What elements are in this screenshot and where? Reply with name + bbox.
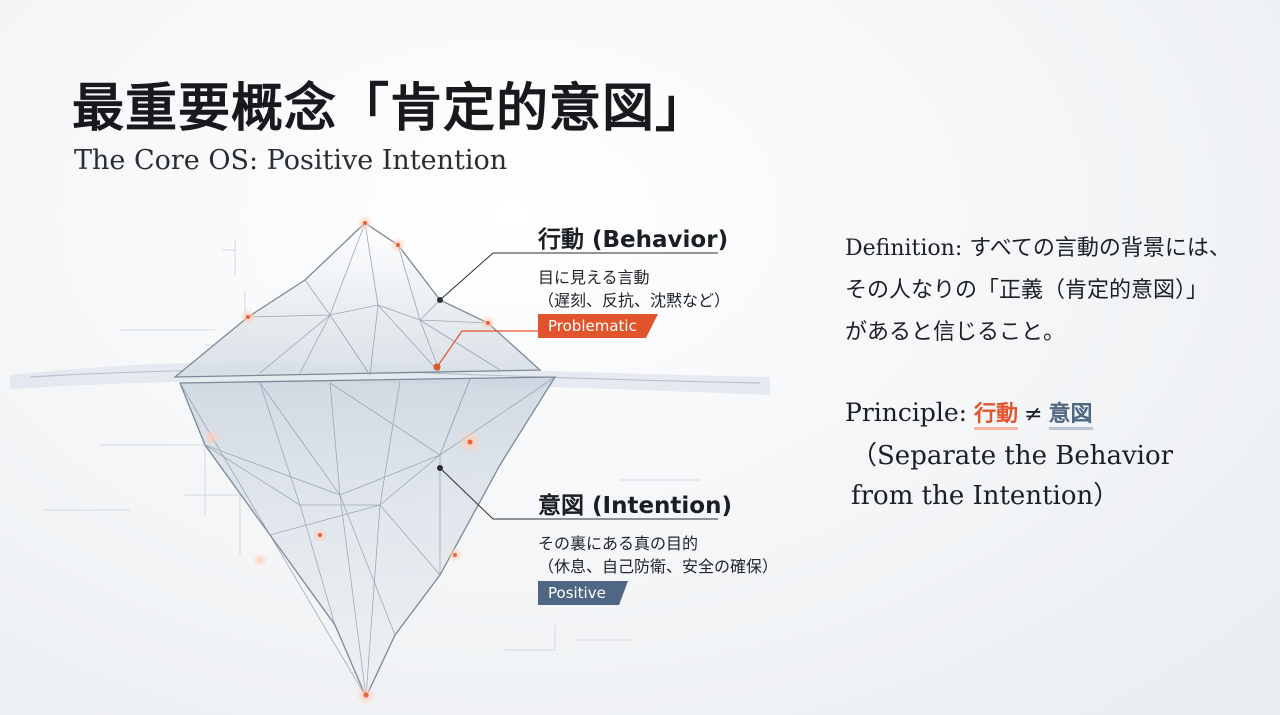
intention-description: その裏にある真の目的 （休息、自己防衛、安全の確保） bbox=[538, 532, 778, 578]
slide-title: 最重要概念「肯定的意図」 bbox=[72, 79, 709, 139]
principle-line: Principle: 行動≠意図 bbox=[845, 392, 1275, 436]
intention-callout-line bbox=[437, 465, 718, 520]
iceberg-underwater bbox=[179, 376, 557, 699]
behavior-line-1: 目に見える言動 bbox=[538, 268, 650, 287]
definition-text-1: すべての言動の背景には、 bbox=[969, 236, 1231, 261]
behavior-callout-line bbox=[437, 252, 718, 303]
intention-label: 意図 (Intention) その裏にある真の目的 （休息、自己防衛、安全の確保… bbox=[538, 486, 778, 578]
definition-line-3: があると信じること。 bbox=[845, 320, 1066, 345]
definition-label: Definition: bbox=[845, 236, 963, 261]
behavior-description: 目に見える言動 （遅刻、反抗、沈黙など） bbox=[538, 266, 730, 312]
principle-note-2: from the Intention） bbox=[851, 481, 1120, 511]
intention-line-2: （休息、自己防衛、安全の確保） bbox=[538, 557, 779, 576]
definition-line-2: その人なりの「正義（肯定的意図）」 bbox=[845, 278, 1209, 303]
principle-behavior: 行動 bbox=[974, 402, 1019, 430]
iceberg-tip bbox=[173, 222, 542, 378]
definition-line-1: Definition: すべての言動の背景には、 bbox=[845, 228, 1275, 270]
intention-heading: 意図 (Intention) bbox=[538, 493, 732, 519]
intention-line-1: その裏にある真の目的 bbox=[538, 534, 699, 553]
behavior-line-2: （遅刻、反抗、沈黙など） bbox=[538, 291, 731, 310]
definition-block: Definition: すべての言動の背景には、 その人なりの「正義（肯定的意図… bbox=[845, 228, 1275, 354]
slide-subtitle: The Core OS: Positive Intention bbox=[74, 145, 508, 176]
iceberg-illustration bbox=[10, 215, 770, 705]
principle-label: Principle: bbox=[845, 398, 968, 427]
not-equal-sign: ≠ bbox=[1024, 402, 1043, 427]
behavior-label: 行動 (Behavior) 目に見える言動 （遅刻、反抗、沈黙など） bbox=[538, 220, 730, 312]
positive-tag: Positive bbox=[538, 581, 628, 605]
problematic-tag: Problematic bbox=[538, 314, 658, 338]
principle-intention: 意図 bbox=[1048, 402, 1093, 430]
principle-note-1: （Separate the Behavior bbox=[851, 441, 1174, 471]
behavior-heading: 行動 (Behavior) bbox=[538, 227, 729, 253]
principle-block: Principle: 行動≠意図 （Separate the Behavior … bbox=[845, 392, 1275, 516]
problematic-callout-line bbox=[433, 330, 540, 371]
